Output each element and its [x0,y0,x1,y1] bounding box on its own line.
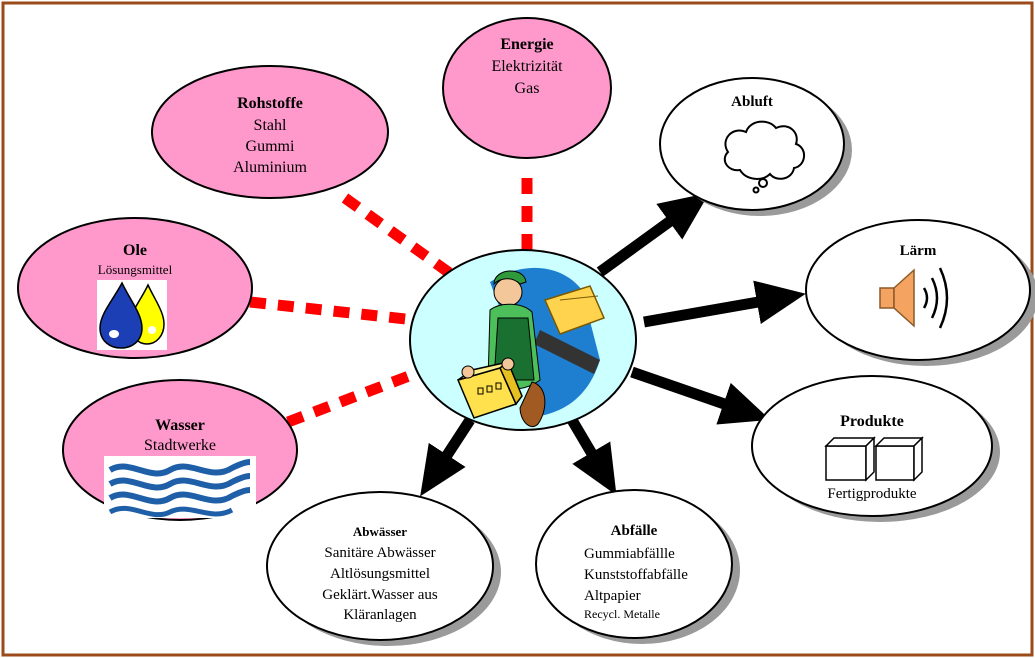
node-produkte: Produkte Fertigprodukte [751,375,1000,522]
wasser-line-1: Stadtwerke [144,437,216,454]
abfaelle-line-3: Altpapier [584,588,641,604]
arrow-produkte [630,366,771,425]
abwaesser-line-4: Kläranlagen [343,607,417,623]
energie-title: Energie [500,36,553,53]
ole-line-1: Lösungsmittel [98,262,173,277]
abfaelle-title: Abfälle [611,523,658,539]
rohstoffe-line-3: Aluminium [233,159,307,176]
laerm-title: Lärm [900,243,937,259]
node-rohstoffe: Rohstoffe Stahl Gummi Aluminium [151,65,389,199]
abwaesser-line-3: Geklärt.Wasser aus [322,587,438,603]
connector-rohstoffe [341,193,466,287]
node-laerm: Lärm [805,219,1035,366]
abfaelle-line-4: Recycl. Metalle [584,607,660,621]
worker-with-boxes-icon [456,267,606,428]
abwaesser-title: Abwässer [353,524,407,539]
rohstoffe-title: Rohstoffe [237,95,303,112]
cloud-icon [723,120,805,194]
abwaesser-line-1: Sanitäre Abwässer [324,545,435,561]
node-center [409,249,637,431]
abfaelle-line-1: Gummiabfällle [584,546,675,562]
energie-line-2: Gas [515,80,540,97]
node-abluft: Abluft [659,77,852,216]
output-arrows [420,192,806,497]
connector-wasser [286,362,432,428]
produkte-title: Produkte [840,413,904,430]
ole-title: Ole [123,242,147,259]
oil-drops-icon [97,280,167,350]
boxes-icon [824,436,924,482]
abfaelle-line-2: Kunststoffabfälle [584,567,688,583]
input-connectors [249,178,533,428]
abluft-title: Abluft [731,94,773,110]
node-abwaesser: Abwässer Sanitäre Abwässer Altlösungsmit… [266,491,501,646]
water-waves-icon [104,456,256,518]
produkte-line-1: Fertigprodukte [827,486,916,502]
speaker-icon [879,267,949,329]
abwaesser-line-2: Altlösungsmittel [330,566,430,582]
node-energie: Energie Elektrizität Gas [442,17,612,159]
node-wasser: Wasser Stadtwerke [62,379,298,521]
wasser-title: Wasser [155,417,205,434]
arrow-laerm [643,280,806,328]
node-abfaelle: Abfälle Gummiabfällle Kunststoffabfälle … [535,489,740,644]
arrow-abluft [596,192,710,277]
node-ole: Ole Lösungsmittel [17,217,253,359]
arrow-abfaelle [567,417,617,496]
rohstoffe-line-1: Stahl [254,117,287,134]
arrow-abwaesser [420,416,475,497]
energie-line-1: Elektrizität [491,58,563,75]
rohstoffe-line-2: Gummi [246,138,295,155]
